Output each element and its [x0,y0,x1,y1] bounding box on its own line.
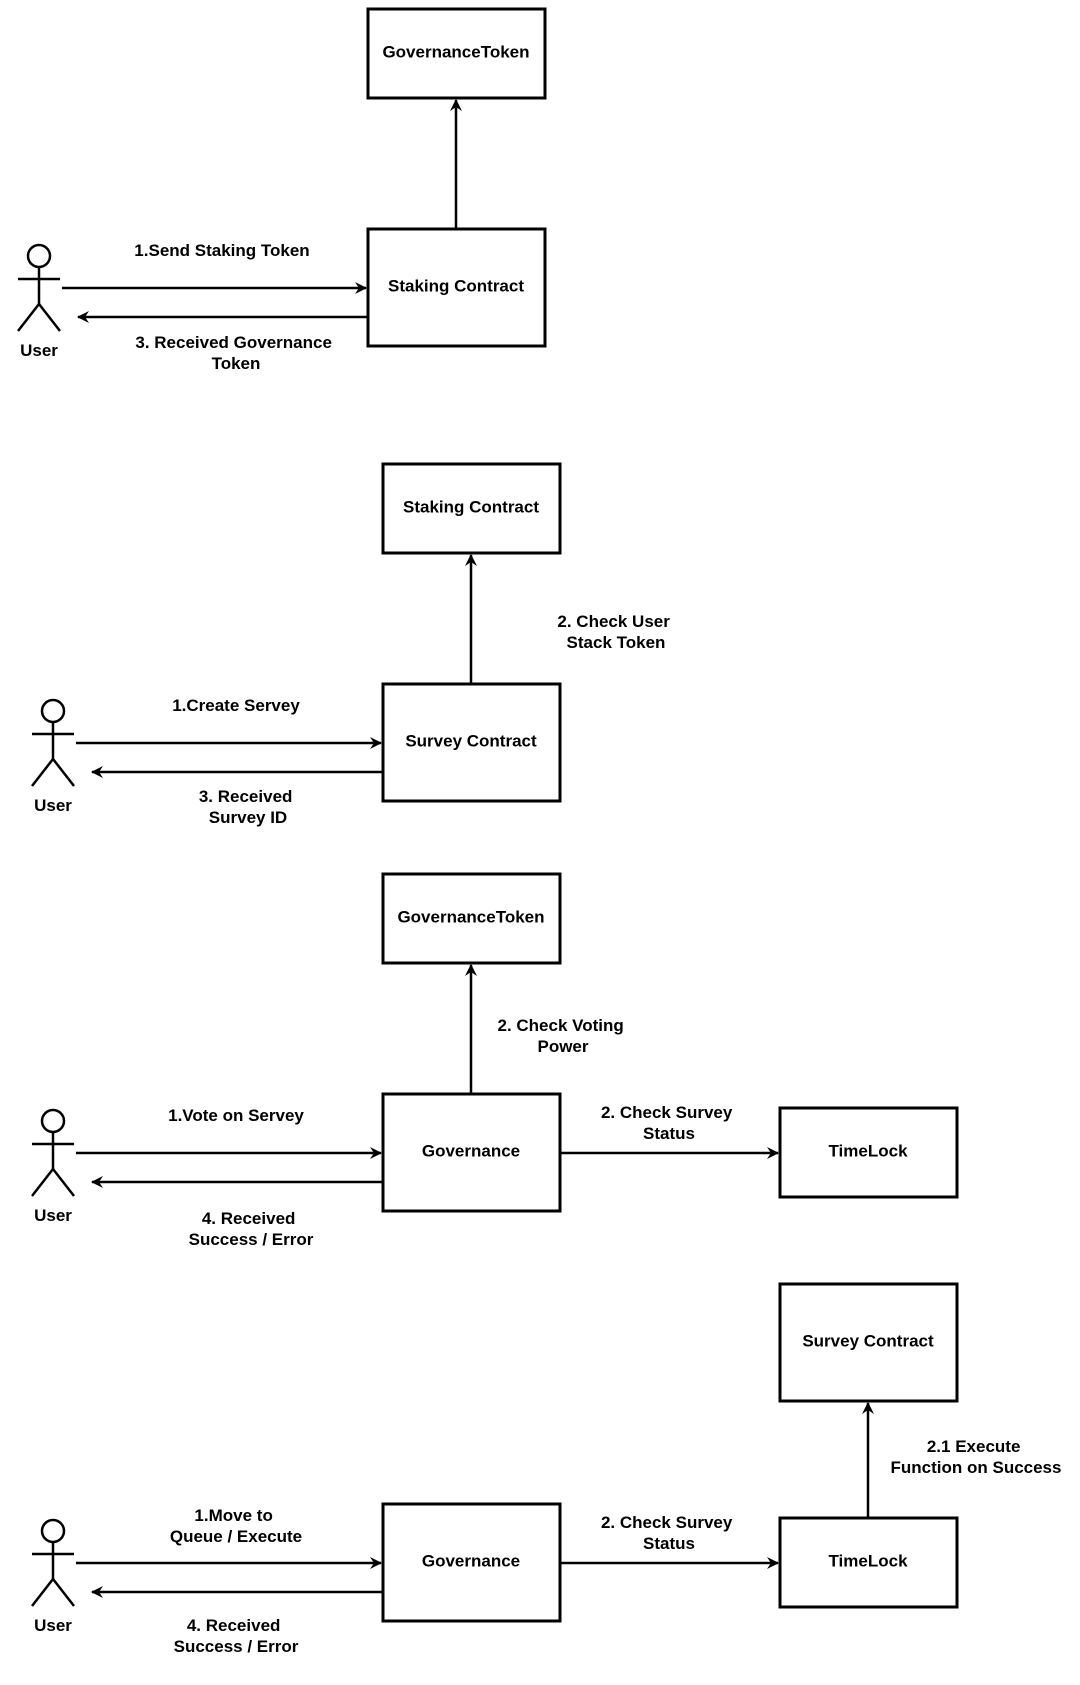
node-timelock[interactable]: TimeLock [778,1516,959,1609]
actor-user: User [31,1108,75,1225]
edge-label-create-servey: 1.Create Servey [172,696,300,715]
actor-user: User [31,1518,75,1635]
edge-label-received-success-error: 4. Received Success / Error [174,1616,299,1656]
diagram-4: Survey Contract Governance TimeLock User… [31,1282,1062,1656]
edge-label-check-voting-power: 2. Check Voting Power [498,1016,629,1056]
diagram-2: Staking Contract Survey Contract User 2.… [31,462,674,827]
edge-label-vote-on-servey: 1.Vote on Servey [168,1106,304,1125]
edge-label-send-staking-token: 1.Send Staking Token [134,241,309,260]
node-staking-contract[interactable]: Staking Contract [366,227,547,348]
edge-label-execute-function-on-success: 2.1 Execute Function on Success [891,1437,1062,1477]
node-survey-contract[interactable]: Survey Contract [778,1282,959,1403]
diagram-1: GovernanceToken Staking Contract User 1.… [17,7,547,373]
node-staking-contract[interactable]: Staking Contract [381,462,562,555]
svg-text:GovernanceToken: GovernanceToken [397,907,544,926]
edge-label-received-governance-token: 3. Received Governance Token [135,333,336,373]
svg-text:Staking Contract: Staking Contract [403,497,539,516]
node-survey-contract[interactable]: Survey Contract [381,682,562,803]
actor-user: User [17,243,61,360]
actor-user: User [31,698,75,815]
node-governance-token[interactable]: GovernanceToken [366,7,547,100]
svg-text:Staking Contract: Staking Contract [388,276,524,295]
node-governance[interactable]: Governance [381,1502,562,1623]
svg-text:GovernanceToken: GovernanceToken [382,42,529,61]
svg-text:Survey Contract: Survey Contract [405,731,537,750]
edge-label-check-user-stack-token: 2. Check User Stack Token [557,612,674,652]
edge-label-received-success-error: 4. Received Success / Error [189,1209,314,1249]
edge-label-move-to-queue-execute: 1.Move to Queue / Execute [170,1506,302,1546]
svg-text:User: User [20,341,58,360]
node-governance[interactable]: Governance [381,1092,562,1213]
edge-label-check-survey-status: 2. Check Survey Status [601,1103,737,1143]
edge-label-received-survey-id: 3. Received Survey ID [199,787,297,827]
node-timelock[interactable]: TimeLock [778,1106,959,1199]
svg-text:User: User [34,1206,72,1225]
svg-text:TimeLock: TimeLock [828,1551,908,1570]
svg-text:TimeLock: TimeLock [828,1141,908,1160]
svg-text:Survey Contract: Survey Contract [802,1331,934,1350]
svg-text:User: User [34,1616,72,1635]
svg-text:Governance: Governance [422,1141,520,1160]
diagram-3: GovernanceToken Governance TimeLock User… [31,872,959,1249]
svg-text:Governance: Governance [422,1551,520,1570]
svg-text:User: User [34,796,72,815]
node-governance-token[interactable]: GovernanceToken [381,872,562,965]
edge-label-check-survey-status: 2. Check Survey Status [601,1513,737,1553]
